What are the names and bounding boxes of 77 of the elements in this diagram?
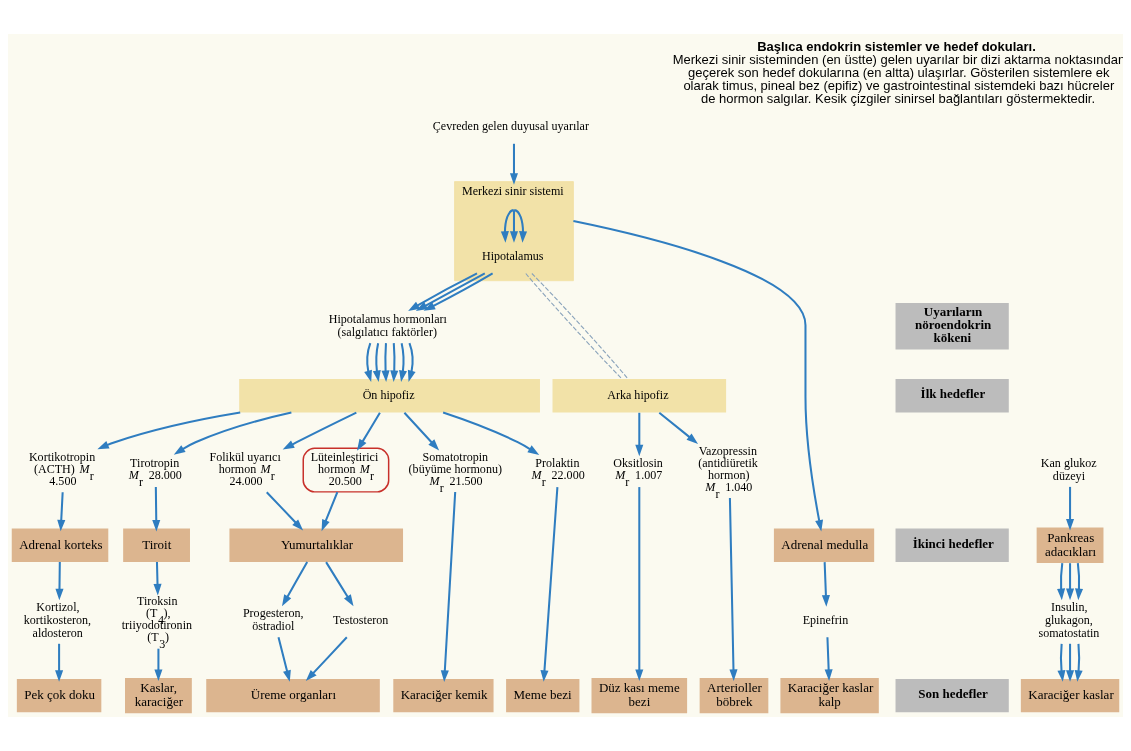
node-box: Yumurtalıklar (229, 528, 404, 562)
arrow (266, 491, 304, 531)
arrow (381, 343, 390, 382)
node-box: Ön hipofiz (239, 379, 540, 413)
arrow (173, 411, 292, 455)
arrow (1075, 563, 1084, 601)
node-box: Kaslar, karaciğer (125, 678, 192, 714)
arrow (408, 272, 478, 311)
node-box: Meme bezi (506, 678, 580, 713)
arrow (55, 643, 64, 682)
arrow (372, 342, 381, 382)
node-box: İlk hedefler (895, 379, 1009, 413)
arrow (1057, 643, 1066, 682)
arrow (540, 487, 559, 682)
arrow (55, 562, 64, 601)
arrow (305, 636, 348, 682)
arrow (509, 143, 518, 185)
node-box: Karaciğer kaslar (1020, 678, 1120, 713)
arrow (325, 561, 354, 607)
arrow (1066, 563, 1075, 601)
node-box: Arterioller böbrek (699, 678, 769, 714)
node-box: Karaciğer kaslar kalp (780, 678, 879, 714)
node-box: Adrenal korteks (11, 528, 109, 562)
node-text: Epinefrin (802, 612, 849, 627)
arrow (282, 561, 309, 607)
arrow (728, 497, 738, 681)
node-box: İkinci hedefler (895, 528, 1009, 562)
arrow (153, 562, 162, 596)
arrow (403, 412, 440, 451)
arrow (407, 342, 416, 382)
arrow (442, 411, 540, 455)
arrow (509, 210, 518, 243)
arrow (152, 486, 161, 532)
arrow (282, 411, 357, 450)
node-box: Düz kası meme bezi (591, 678, 688, 714)
node-text: Testosteron (332, 612, 389, 627)
arrow (423, 272, 494, 311)
arrow (277, 637, 291, 682)
arrow (357, 412, 381, 451)
node-box: Uyarıların nöroendokrin kökeni (895, 302, 1009, 350)
arrow (1057, 563, 1066, 601)
arrow (824, 637, 833, 681)
node-text: Çevreden gelen duyusal uyarılar (432, 118, 589, 133)
arrow (390, 343, 399, 382)
arrow (1066, 486, 1075, 531)
node-box: Son hedefler (895, 678, 1009, 713)
node-box: Pankreas adacıkları (1036, 527, 1104, 563)
arrow (658, 412, 699, 444)
node-box: Pek çok doku (16, 678, 102, 713)
node-box: Arka hipofiz (552, 379, 727, 413)
node-text: Hipotalamus hormonları (salgılatıcı faktörler) (328, 311, 447, 339)
arrow (364, 342, 372, 382)
arrow (97, 411, 241, 450)
node-text: Progesteron, östradiol (242, 606, 304, 634)
arrow (635, 412, 644, 457)
diagram-title: Başlıca endokrin sistemler ve hedef dokuları. (757, 38, 1036, 54)
node-box: Üreme organları (206, 678, 380, 713)
arrow (1074, 643, 1083, 682)
node-box: Tiroit (123, 528, 190, 562)
arrow (573, 220, 824, 532)
arrow (821, 562, 830, 607)
node-text: Insulin, glukagon, somatostatin (1038, 599, 1100, 640)
arrow (415, 272, 486, 311)
node-text: Kortizol, kortikosteron, aldosteron (23, 599, 92, 640)
arrow (500, 209, 515, 243)
node-box: Karaciğer kemik (393, 678, 494, 713)
node-text: Kan glukoz düzeyi (1040, 455, 1097, 483)
arrow (1066, 643, 1075, 682)
arrow (399, 342, 408, 382)
arrow (321, 491, 339, 532)
node-text: Hipotalamus (481, 248, 544, 263)
arrow (154, 648, 163, 681)
node-box: Adrenal medulla (773, 528, 875, 562)
arrow (440, 491, 457, 682)
arrow (513, 209, 528, 243)
arrow (635, 487, 644, 681)
arrow (57, 492, 66, 532)
